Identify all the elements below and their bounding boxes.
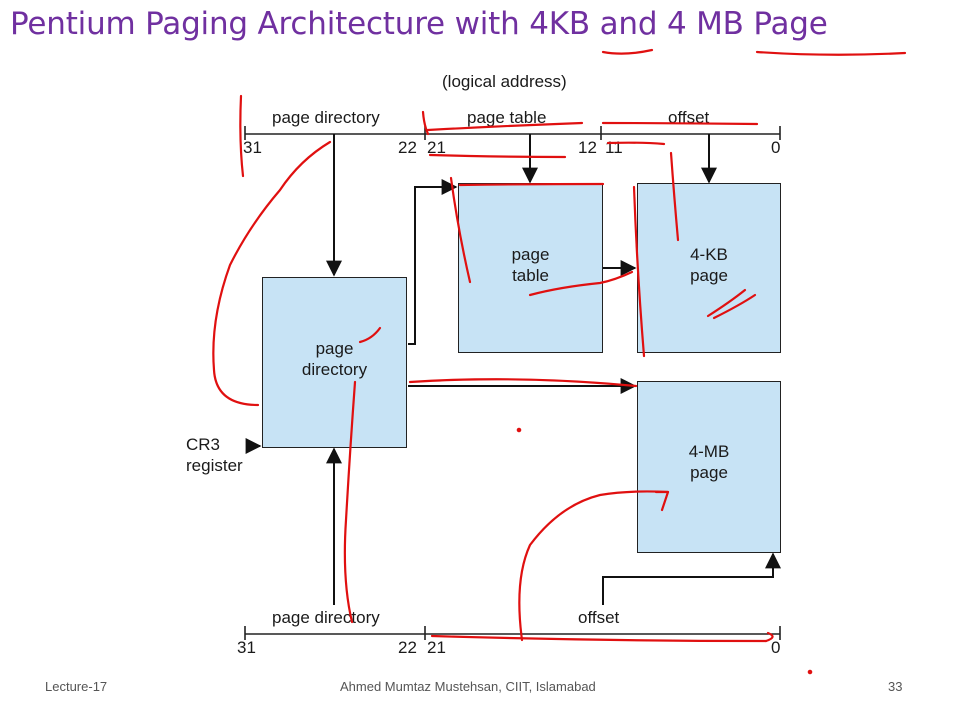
- top-bit-0: 0: [771, 138, 781, 157]
- top-bit-22: 22: [398, 138, 417, 157]
- page-directory-label-2: directory: [301, 360, 368, 379]
- page-4kb-label-2: page: [690, 266, 728, 285]
- top-bit-21: 21: [427, 138, 446, 157]
- page-table-label-2: table: [512, 266, 549, 285]
- logical-address-label: (logical address): [442, 72, 567, 91]
- page-4mb-label-2: page: [690, 463, 728, 482]
- bottom-bit-21: 21: [427, 638, 446, 657]
- bottom-offset-label: offset: [578, 608, 620, 627]
- page-4mb-label-1: 4-MB: [688, 442, 730, 461]
- top-page-directory-label: page directory: [272, 108, 380, 127]
- page-table-label-1: page: [511, 245, 550, 264]
- page-directory-label-1: page: [315, 339, 354, 358]
- page-4mb-box: 4-MB page: [637, 381, 781, 553]
- page-4kb-label-1: 4-KB: [690, 245, 728, 264]
- top-page-table-label: page table: [467, 108, 547, 127]
- cr3-register-label: register: [186, 456, 243, 475]
- footer-page-number: 33: [888, 679, 903, 694]
- footer-author: Ahmed Mumtaz Mustehsan, CIIT, Islamabad: [340, 679, 596, 694]
- slide-title: Pentium Paging Architecture with 4KB and…: [10, 6, 828, 42]
- footer-lecture: Lecture-17: [45, 679, 108, 694]
- page-4kb-box: 4-KB page: [637, 183, 781, 353]
- bottom-bit-22: 22: [398, 638, 417, 657]
- top-bit-12: 12: [578, 138, 597, 157]
- bottom-bit-0: 0: [771, 638, 781, 657]
- top-bit-31: 31: [243, 138, 262, 157]
- cr3-label: CR3: [186, 435, 221, 454]
- page-table-box: page table: [458, 183, 603, 353]
- bottom-bit-31: 31: [237, 638, 256, 657]
- page-directory-box: page directory: [262, 277, 407, 448]
